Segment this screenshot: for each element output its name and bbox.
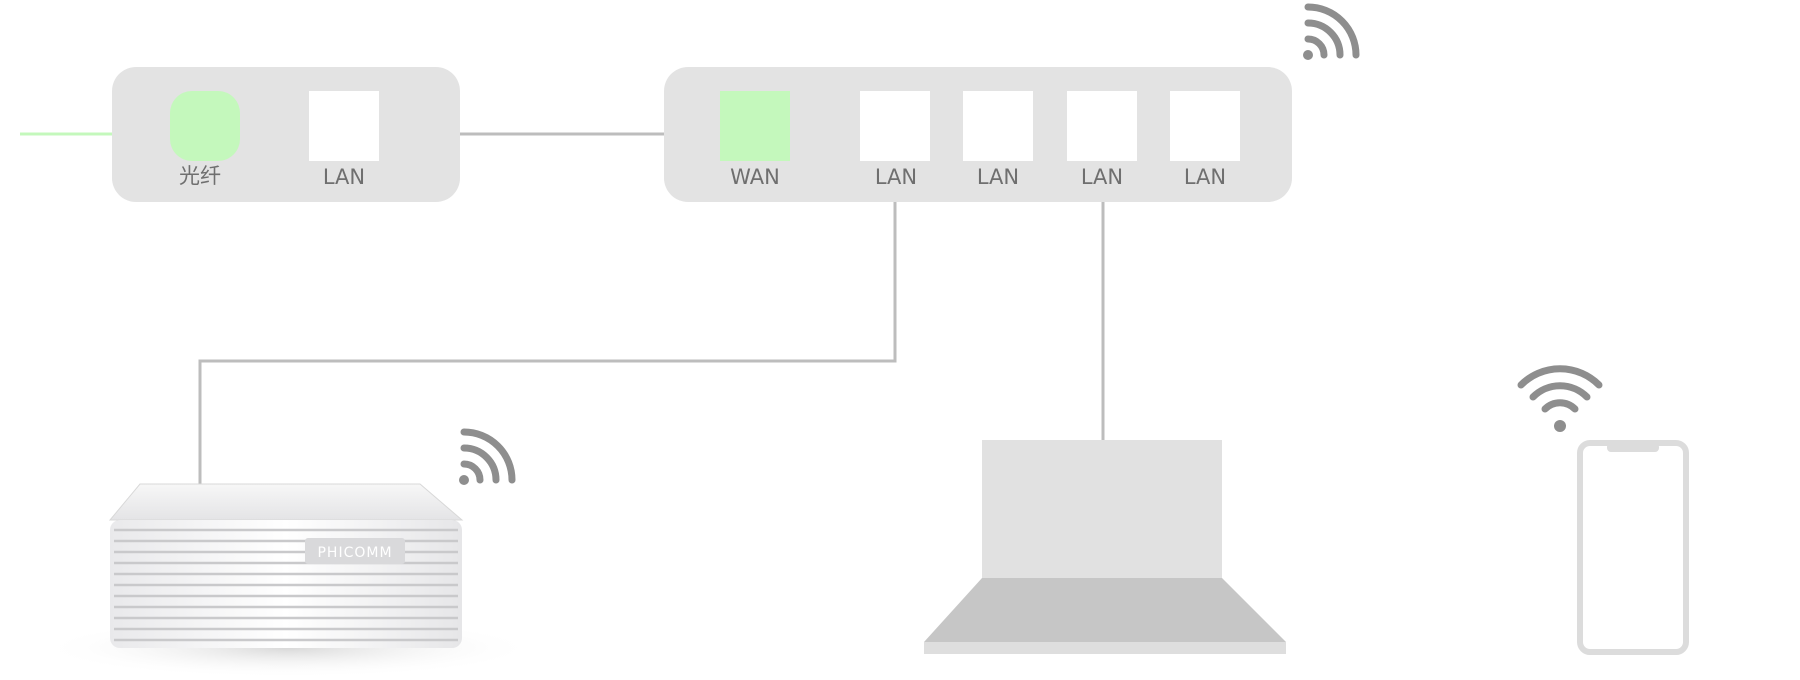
router-lan-port-2-label: LAN (977, 165, 1019, 189)
router-lan-port-4-label: LAN (1184, 165, 1226, 189)
wifi-extender-icon: PHICOMM (38, 483, 538, 678)
router-lan-port-2 (963, 91, 1033, 161)
router-lan-port-1 (860, 91, 930, 161)
router-lan-port-3-label: LAN (1081, 165, 1123, 189)
smartphone-icon (1577, 440, 1689, 655)
laptop-base-edge (924, 642, 1286, 654)
laptop-icon (924, 440, 1286, 654)
extender-brand-plate (305, 538, 405, 564)
modem-panel (112, 67, 460, 202)
optical-modem: 光纤 LAN (112, 67, 460, 202)
extender-wifi-icon (459, 428, 516, 485)
wan-port-label: WAN (730, 165, 780, 189)
wan-port (720, 91, 790, 161)
router-lan-port-1-label: LAN (875, 165, 917, 189)
extender-brand-label: PHICOMM (317, 545, 392, 561)
fiber-port-label: 光纤 (179, 164, 221, 188)
phone-outline (1577, 440, 1689, 655)
router-wifi-icon (1303, 3, 1360, 60)
router-to-extender-cable (198, 158, 897, 484)
modem-lan-port-label: LAN (323, 165, 365, 189)
laptop-keyboard-deck (924, 578, 1286, 642)
router-lan-port-3 (1067, 91, 1137, 161)
router: WAN LAN LAN LAN LAN (664, 67, 1292, 202)
modem-lan-port (309, 91, 379, 161)
phone-notch (1607, 443, 1659, 452)
laptop-screen (982, 440, 1222, 578)
router-lan-port-4 (1170, 91, 1240, 161)
extender-lid (108, 483, 464, 521)
phone-wifi-icon (1517, 365, 1603, 432)
extender-vents (114, 528, 458, 642)
fiber-port (170, 91, 240, 161)
